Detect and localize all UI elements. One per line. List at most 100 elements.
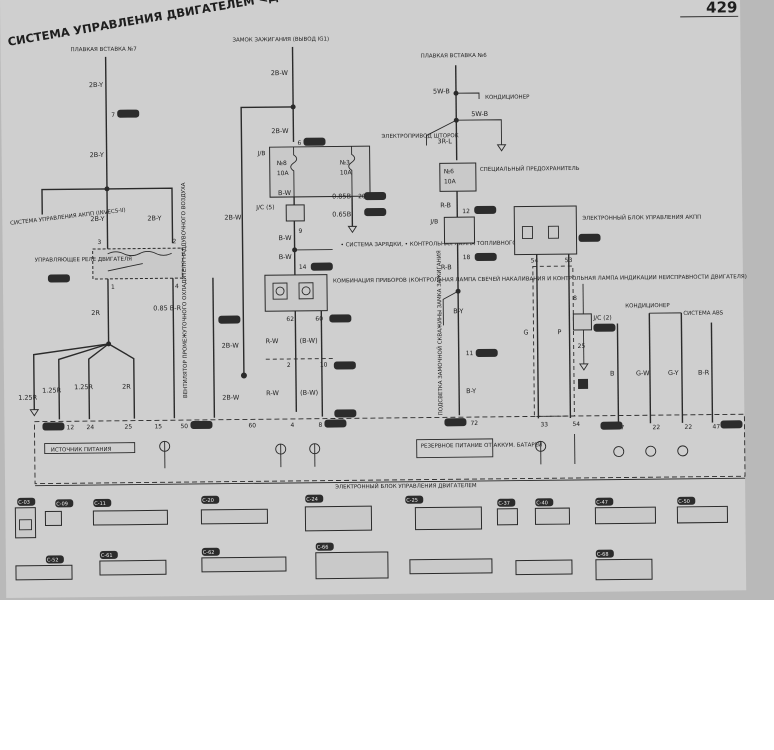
- wire-label: 0.85 B-R: [153, 304, 181, 312]
- svg-text:C-11: C-11: [94, 501, 106, 507]
- wire-label: P: [557, 328, 561, 336]
- svg-text:22: 22: [652, 424, 660, 431]
- wire-label: 0.65B: [332, 210, 351, 218]
- svg-text:22: 22: [684, 424, 692, 431]
- fuse-rating: 10A: [340, 169, 353, 176]
- backup-label: РЕЗЕРВНОЕ ПИТАНИЕ ОТ АККУМ. БАТАРЕИ: [421, 442, 543, 449]
- wire-label: 1.25R: [74, 383, 94, 391]
- svg-text:7: 7: [620, 424, 624, 431]
- jb-label: J/B: [429, 218, 438, 225]
- ecu-drivers: [159, 434, 689, 469]
- fuse-label: №6: [444, 168, 454, 175]
- wire-label: 3R-L: [437, 137, 452, 145]
- svg-text:2: 2: [173, 238, 177, 245]
- wire-label: B-W: [278, 189, 292, 197]
- svg-text:8: 8: [573, 295, 577, 302]
- wiring-diagram: СИСТЕМА УПРАВЛЕНИЯ ДВИГАТЕЛЕМ <Двигатель…: [7, 0, 747, 581]
- wire-label: 2B-Y: [89, 81, 103, 89]
- svg-text:3: 3: [98, 239, 102, 246]
- wire-label: 2B-W: [222, 394, 240, 402]
- svg-text:12: 12: [462, 208, 470, 215]
- svg-text:1: 1: [111, 284, 115, 291]
- svg-text:C-40: C-40: [536, 500, 548, 506]
- fuse-rating: 10A: [277, 170, 290, 177]
- svg-text:C-66: C-66: [317, 545, 329, 551]
- wire-label: 5W-B: [433, 87, 450, 95]
- svg-text:C-68: C-68: [597, 552, 609, 558]
- ignition-label: ЗАМОК ЗАЖИГАНИЯ (ВЫВОД IG1): [232, 37, 329, 44]
- wire-label: G: [523, 328, 528, 336]
- power-label: ИСТОЧНИК ПИТАНИЯ: [51, 447, 112, 454]
- combination-meter: [264, 274, 328, 312]
- svg-text:15: 15: [154, 423, 162, 430]
- svg-text:7: 7: [111, 112, 115, 119]
- wire-label: 2B-Y: [90, 215, 104, 223]
- special-fuse-label: СПЕЦИАЛЬНЫЙ ПРЕДОХРАНИТЕЛЬ: [480, 165, 580, 173]
- svg-text:C-20: C-20: [202, 498, 214, 504]
- svg-text:62: 62: [286, 316, 294, 323]
- lock-light-label: ПОДСВЕТКА ЗАМОЧНОЙ СКВАЖИНЫ ЗАМКА ЗАЖИГА…: [436, 250, 445, 415]
- junction-block: [269, 145, 371, 198]
- wire-label: R-B: [441, 263, 452, 271]
- special-fuse: [439, 162, 477, 192]
- svg-text:C-09: C-09: [56, 501, 68, 507]
- svg-text:2: 2: [287, 362, 291, 369]
- svg-text:10: 10: [320, 362, 328, 369]
- jb-label: J/B: [257, 150, 266, 157]
- svg-text:C-61: C-61: [101, 553, 113, 559]
- page-number: 429: [706, 0, 737, 17]
- svg-text:C-24: C-24: [306, 497, 318, 503]
- wire-label: 2B-W: [271, 69, 289, 77]
- svg-text:C-50: C-50: [678, 499, 690, 505]
- wire-label: 1.25R: [18, 394, 38, 402]
- wire-label: 2B-Y: [90, 151, 104, 159]
- wire-label: R-B: [440, 201, 451, 209]
- wire-label: (B-W): [300, 389, 318, 397]
- svg-text:50: 50: [180, 423, 188, 430]
- jc2-label: J/C (2): [592, 315, 611, 322]
- svg-text:60: 60: [248, 422, 256, 429]
- shutter-label: ЭЛЕКТРОПРИВОД ШТОРОК: [381, 133, 458, 140]
- wire-label: 2R: [91, 309, 100, 317]
- at-ecu: [513, 205, 578, 256]
- svg-text:4: 4: [290, 422, 294, 429]
- wire-label: 5W-B: [471, 110, 488, 118]
- ecu-label: ЭЛЕКТРОННЫЙ БЛОК УПРАВЛЕНИЯ ДВИГАТЕЛЕМ: [335, 482, 477, 490]
- wire-label: 2B-W: [271, 127, 289, 135]
- svg-text:14: 14: [299, 264, 307, 271]
- fuse-label: №8: [277, 160, 287, 167]
- immo-label: СИСТЕМА УПРАВЛЕНИЯ АКПП (INVECS-II): [10, 208, 126, 227]
- svg-text:54: 54: [572, 421, 580, 428]
- abs-label: СИСТЕМА ABS: [683, 310, 723, 316]
- fuse7-wire: [104, 56, 108, 189]
- svg-text:11: 11: [466, 350, 474, 357]
- wire-label: 0.85B: [332, 192, 351, 200]
- wire-label: R-W: [266, 337, 279, 345]
- svg-text:47: 47: [712, 423, 720, 430]
- wire-label: G-W: [636, 369, 650, 377]
- aircon-label: КОНДИЦИОНЕР: [625, 303, 670, 309]
- wire-label: (B-W): [300, 337, 318, 345]
- svg-text:24: 24: [86, 424, 94, 431]
- wire-label: B: [610, 370, 615, 378]
- fuse-rating: 10A: [444, 178, 457, 185]
- connector-ref-tags: C-03 C-09 C-11 C-20 C-24 C-25 C-37 C-40 …: [17, 494, 696, 564]
- aircon-top-label: КОНДИЦИОНЕР: [485, 94, 530, 100]
- svg-text:54: 54: [531, 257, 539, 264]
- relay-label: УПРАВЛЯЮЩЕЕ РЕЛЕ ДВИГАТЕЛЯ: [35, 257, 132, 264]
- svg-text:C-52: C-52: [47, 557, 59, 563]
- svg-text:20: 20: [358, 193, 366, 200]
- connector-views: [14, 505, 729, 581]
- wire-label: G-Y: [668, 369, 679, 377]
- fuse6-label: ПЛАВКАЯ ВСТАВКА №6: [421, 53, 488, 60]
- svg-text:6: 6: [297, 140, 301, 147]
- wiring-diagram-page: СИСТЕМА УПРАВЛЕНИЯ ДВИГАТЕЛЕМ <Двигатель…: [0, 0, 747, 598]
- svg-text:C-37: C-37: [498, 501, 510, 507]
- wire-label: 2B-Y: [147, 214, 161, 222]
- jc5-label: J/C (5): [255, 204, 274, 211]
- wire-label: B-W: [278, 234, 292, 242]
- svg-text:C-03: C-03: [18, 500, 30, 506]
- engine-ecu-block: [33, 413, 746, 485]
- svg-text:33: 33: [540, 421, 548, 428]
- wire-label: B-W: [279, 253, 293, 261]
